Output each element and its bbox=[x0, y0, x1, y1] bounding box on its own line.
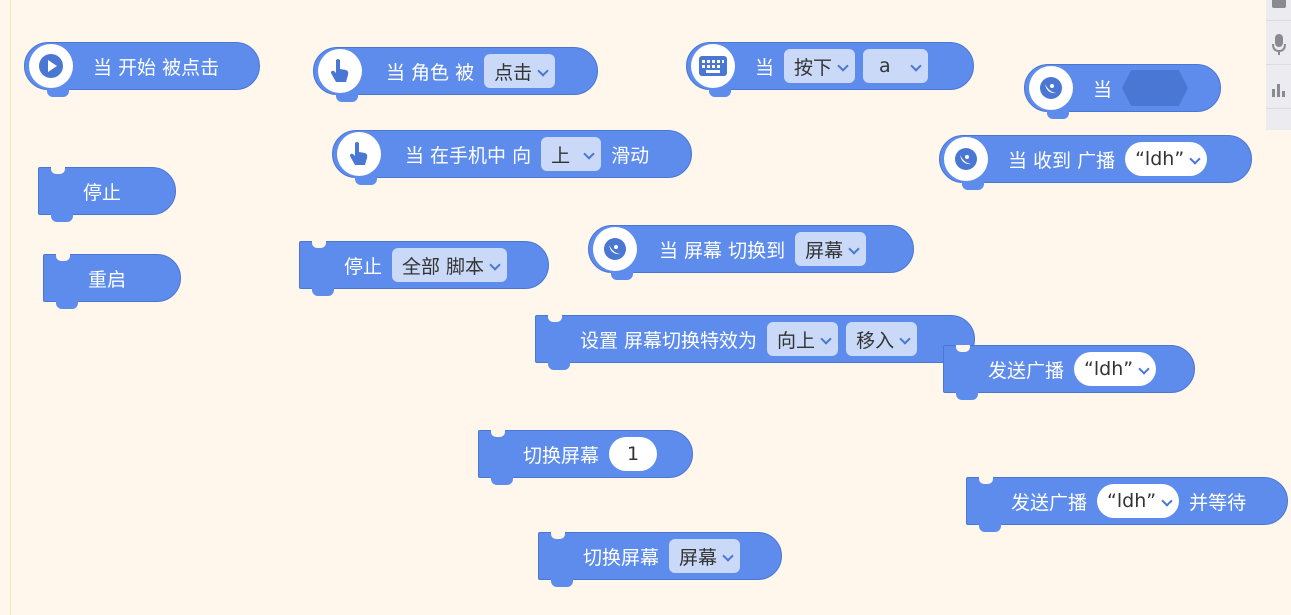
input-value: 1 bbox=[626, 443, 640, 465]
chevron-down-icon bbox=[849, 245, 858, 254]
key-action-dropdown[interactable]: 按下 bbox=[784, 49, 856, 83]
dropdown-value: 上 bbox=[551, 144, 571, 167]
block-label: 当 bbox=[1093, 78, 1113, 101]
microphone-icon[interactable] bbox=[1266, 26, 1291, 65]
chevron-down-icon bbox=[1190, 155, 1199, 164]
effect-direction-dropdown[interactable]: 向上 bbox=[767, 322, 839, 356]
block-label: 切换屏幕 bbox=[583, 546, 660, 569]
broadcast-block[interactable]: 发送广播 “ldh” bbox=[943, 345, 1195, 400]
block-label: 停止 bbox=[83, 181, 122, 204]
block-label: 当 bbox=[755, 56, 775, 79]
block-label: 重启 bbox=[88, 268, 127, 291]
square-icon[interactable] bbox=[1266, 0, 1291, 21]
dropdown-value: 移入 bbox=[856, 329, 895, 352]
block-label: 并等待 bbox=[1189, 491, 1247, 514]
event-dropdown[interactable]: 点击 bbox=[484, 54, 556, 88]
dropdown-value: 按下 bbox=[794, 56, 833, 79]
chevron-down-icon bbox=[911, 62, 920, 71]
block-label: 设置 屏幕切换特效为 bbox=[580, 329, 758, 352]
when-receive-broadcast-block[interactable]: 当 收到 广播 “ldh” bbox=[939, 135, 1252, 190]
category-sidebar bbox=[1266, 0, 1291, 130]
key-dropdown[interactable]: a bbox=[863, 49, 928, 83]
screen-dropdown[interactable]: 屏幕 bbox=[669, 539, 741, 573]
broadcast-message-dropdown[interactable]: “ldh” bbox=[1097, 484, 1180, 518]
stop-block[interactable]: 停止 bbox=[38, 167, 176, 222]
block-label: 切换屏幕 bbox=[523, 444, 600, 467]
when-key-pressed-block[interactable]: 当 按下 a bbox=[686, 42, 974, 97]
block-label: 滑动 bbox=[611, 144, 650, 167]
when-start-clicked-block[interactable]: 当 开始 被点击 bbox=[24, 42, 260, 97]
dropdown-value: “ldh” bbox=[1084, 358, 1134, 380]
block-label: 发送广播 bbox=[988, 359, 1065, 382]
chevron-down-icon bbox=[723, 552, 732, 561]
dropdown-value: 向上 bbox=[777, 329, 816, 352]
dropdown-value: “ldh” bbox=[1135, 148, 1185, 170]
chevron-down-icon bbox=[538, 67, 547, 76]
stop-scripts-block[interactable]: 停止 全部 脚本 bbox=[299, 241, 549, 296]
set-screen-effect-block[interactable]: 设置 屏幕切换特效为 向上 移入 bbox=[535, 315, 975, 370]
when-screen-switched-block[interactable]: 当 屏幕 切换到 屏幕 bbox=[588, 225, 914, 280]
workspace-edge-line bbox=[10, 0, 11, 615]
chevron-down-icon bbox=[584, 150, 593, 159]
satellite-dish-icon bbox=[944, 137, 988, 181]
switch-screen-number-block[interactable]: 切换屏幕 1 bbox=[478, 430, 693, 485]
block-label: 当 角色 被 bbox=[386, 61, 475, 84]
direction-dropdown[interactable]: 上 bbox=[541, 137, 602, 171]
dropdown-value: 点击 bbox=[494, 61, 533, 84]
block-label: 发送广播 bbox=[1011, 491, 1088, 514]
satellite-dish-icon bbox=[593, 227, 637, 271]
dropdown-value: “ldh” bbox=[1107, 490, 1157, 512]
satellite-dish-icon bbox=[1029, 66, 1073, 110]
dropdown-value: a bbox=[879, 55, 891, 77]
hand-pointer-icon bbox=[337, 132, 381, 176]
stop-target-dropdown[interactable]: 全部 脚本 bbox=[392, 248, 508, 282]
dropdown-value: 屏幕 bbox=[679, 546, 718, 569]
play-icon bbox=[29, 44, 73, 88]
condition-slot[interactable] bbox=[1122, 70, 1189, 106]
chevron-down-icon bbox=[821, 335, 830, 344]
broadcast-message-dropdown[interactable]: “ldh” bbox=[1074, 352, 1157, 386]
effect-type-dropdown[interactable]: 移入 bbox=[846, 322, 918, 356]
block-label: 当 屏幕 切换到 bbox=[659, 239, 786, 262]
broadcast-message-dropdown[interactable]: “ldh” bbox=[1125, 142, 1208, 176]
block-label: 当 开始 被点击 bbox=[93, 56, 220, 79]
chevron-down-icon bbox=[490, 261, 499, 270]
block-label: 停止 bbox=[344, 255, 383, 278]
dropdown-value: 屏幕 bbox=[805, 239, 844, 262]
dropdown-value: 全部 脚本 bbox=[402, 255, 485, 278]
hand-pointer-icon bbox=[318, 49, 362, 93]
switch-screen-dropdown-block[interactable]: 切换屏幕 屏幕 bbox=[538, 532, 782, 587]
bar-chart-icon[interactable] bbox=[1266, 70, 1291, 109]
chevron-down-icon bbox=[838, 62, 847, 71]
block-label: 当 收到 广播 bbox=[1008, 149, 1116, 172]
when-sprite-clicked-block[interactable]: 当 角色 被 点击 bbox=[313, 47, 598, 102]
broadcast-and-wait-block[interactable]: 发送广播 “ldh” 并等待 bbox=[966, 477, 1288, 532]
when-condition-block[interactable]: 当 bbox=[1024, 64, 1221, 119]
chevron-down-icon bbox=[900, 335, 909, 344]
when-swipe-block[interactable]: 当 在手机中 向 上 滑动 bbox=[332, 130, 692, 185]
screen-number-input[interactable]: 1 bbox=[609, 437, 658, 471]
keyboard-icon bbox=[691, 44, 735, 88]
chevron-down-icon bbox=[1139, 365, 1148, 374]
restart-block[interactable]: 重启 bbox=[43, 254, 181, 309]
chevron-down-icon bbox=[1162, 497, 1171, 506]
block-label: 当 在手机中 向 bbox=[405, 144, 532, 167]
screen-dropdown[interactable]: 屏幕 bbox=[795, 232, 867, 266]
